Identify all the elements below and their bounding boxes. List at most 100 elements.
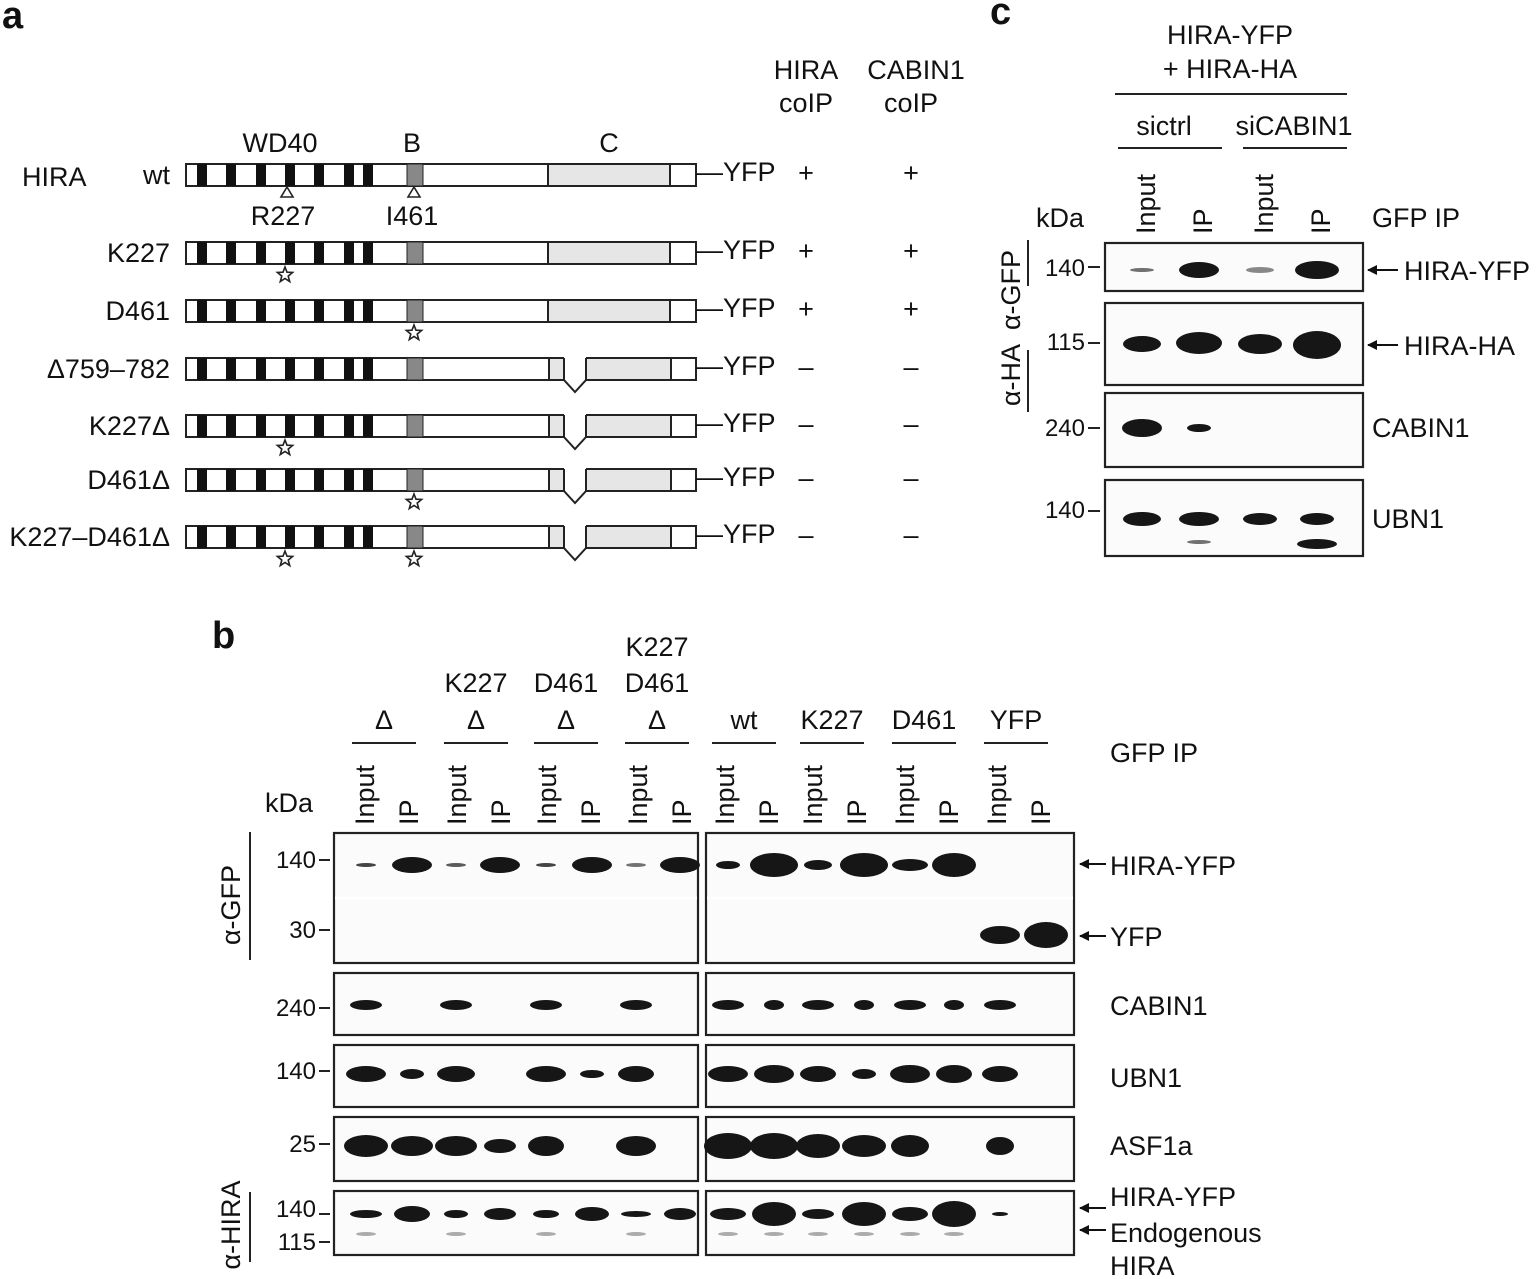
lane-label-input: Input [890, 764, 920, 825]
mutation-star-icon [404, 322, 424, 342]
mutation-star-icon [275, 437, 295, 457]
wd40-repeat [363, 526, 373, 548]
band [752, 1202, 796, 1226]
band [626, 863, 646, 867]
band [356, 863, 376, 867]
band [1295, 261, 1339, 279]
mutation-star-icon [404, 548, 424, 568]
band [716, 861, 740, 869]
construct-row: D461Δ—YFP–– [87, 462, 919, 511]
c-domain [547, 163, 671, 187]
band [1123, 512, 1161, 526]
cabin1-coip-result: + [903, 158, 919, 188]
band-label-endogenous: Endogenous [1110, 1218, 1262, 1248]
lane-label-ip: IP [394, 799, 424, 825]
wd40-repeat [285, 415, 295, 437]
construct-row: K227–D461Δ—YFP–– [9, 519, 919, 568]
panel-a: a HIRA coIP CABIN1 coIP WD40 B C HIRA R2… [2, 0, 965, 568]
band-label-cabin1: CABIN1 [1110, 991, 1208, 1021]
construct-name: K227 [107, 238, 170, 268]
band [626, 1232, 646, 1236]
antibody-label-gfp: α-GFP [996, 250, 1026, 330]
group-label: Δ [375, 705, 393, 735]
wd40-repeat [363, 358, 373, 380]
deletion-gap [564, 357, 586, 381]
wd40-repeat [285, 469, 295, 491]
wd40-repeat [314, 164, 324, 186]
band [840, 853, 888, 877]
marker-30: 30 [289, 917, 316, 944]
cabin1-coip-header-1: CABIN1 [867, 55, 965, 85]
group-label: K227 [800, 705, 863, 735]
lane-label-ip: IP [486, 799, 516, 825]
wd40-repeat [197, 415, 207, 437]
band [1187, 540, 1211, 544]
wd40-repeat [314, 242, 324, 264]
band [536, 863, 556, 867]
b-domain [406, 241, 424, 265]
panel-c: c HIRA-YFP + HIRA-HA sictrl siCABIN1 Inp… [990, 0, 1530, 558]
construct-row: wt—YFP++ [142, 157, 919, 198]
construct-row: Δ759–782—YFP–– [47, 351, 919, 394]
band [1176, 332, 1222, 354]
yfp-tag: —YFP [696, 519, 776, 549]
wd40-repeat [285, 242, 295, 264]
band [440, 1000, 472, 1010]
cabin1-coip-result: – [903, 409, 918, 439]
band [620, 1000, 652, 1010]
band [842, 1135, 886, 1157]
band [984, 1000, 1016, 1010]
wd40-repeat [285, 164, 295, 186]
band [986, 1137, 1014, 1155]
deletion-gap [564, 414, 586, 438]
group-label-top: K227 [625, 632, 688, 662]
marker-140: 140 [276, 1058, 316, 1085]
wd40-repeat [363, 300, 373, 322]
deletion-mark [548, 525, 672, 562]
band [484, 1208, 516, 1220]
construct-name: D461Δ [87, 465, 170, 495]
band [992, 1212, 1008, 1216]
band-label-ubn1: UBN1 [1110, 1063, 1182, 1093]
hira-coip-result: – [798, 409, 813, 439]
c-domain [547, 299, 671, 323]
band [891, 1135, 929, 1157]
group-label: Δ [648, 705, 666, 735]
wd40-repeat [197, 358, 207, 380]
band [936, 1065, 972, 1083]
band [391, 1136, 433, 1156]
mutation-star-icon [275, 264, 295, 284]
wd40-repeat [256, 358, 266, 380]
yfp-tag: —YFP [696, 462, 776, 492]
wd40-repeat [344, 469, 354, 491]
band [400, 1069, 424, 1079]
marker-25: 25 [289, 1131, 316, 1158]
band [1187, 424, 1211, 432]
band [437, 1066, 475, 1082]
band [1024, 922, 1068, 948]
wd40-repeat [314, 469, 324, 491]
cabin1-coip-result: – [903, 520, 918, 550]
band [575, 1207, 609, 1221]
band [350, 1210, 382, 1218]
band [394, 1206, 430, 1222]
band [750, 1133, 798, 1159]
band [842, 1202, 886, 1226]
band-label-ubn1: UBN1 [1372, 504, 1444, 534]
lane-label-input: Input [710, 764, 740, 825]
band [664, 1208, 696, 1220]
site-triangle-icon [406, 185, 422, 198]
hira-coip-result: + [798, 236, 814, 266]
band [1300, 513, 1334, 525]
band [346, 1066, 386, 1082]
band-label-asf1a: ASF1a [1110, 1131, 1194, 1161]
band [660, 857, 700, 873]
cabin1-coip-header-2: coIP [884, 88, 938, 118]
band [1238, 334, 1282, 354]
